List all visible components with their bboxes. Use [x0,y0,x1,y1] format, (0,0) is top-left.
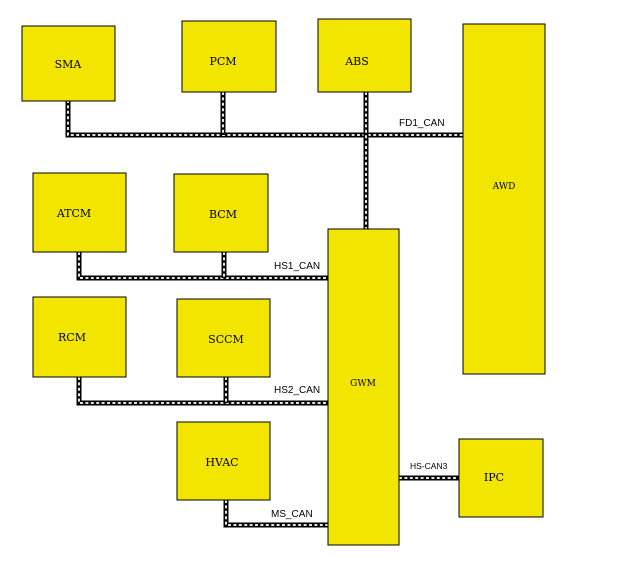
fd1-can-bus [65,92,463,229]
pcm-module: PCM [181,20,277,93]
abs-module: ABS [317,18,412,93]
bcm-module-label: BCM [209,208,237,221]
gwm-module: GWM [327,228,400,546]
hs1-can-label: HS1_CAN [274,261,320,272]
hs2-can-label: HS2_CAN [274,385,320,396]
hvac-module-label: HVAC [205,456,238,469]
sma-module: SMA [21,25,116,102]
ms-can-label: MS_CAN [271,509,313,520]
sccm-module-label: SCCM [208,333,244,346]
hs-can3-label: HS-CAN3 [410,461,448,471]
awd-module: AWD [462,23,546,375]
ipc-module-label: IPC [484,471,504,484]
awd-module-label: AWD [492,182,516,192]
ms-can-bus [223,500,328,528]
fd1-can-label: FD1_CAN [399,118,445,129]
hs2-can-bus [76,377,328,406]
hs1-can-bus [76,252,328,281]
atcm-module-label: ATCM [56,207,91,220]
atcm-module: ATCM [32,172,127,253]
rcm-module: RCM [32,296,127,378]
abs-module-label: ABS [344,55,369,68]
ipc-module: IPC [458,438,544,518]
bcm-module: BCM [173,173,269,253]
sccm-module: SCCM [176,298,271,378]
hvac-module: HVAC [176,421,271,501]
pcm-module-label: PCM [209,55,236,68]
rcm-module-label: RCM [58,331,86,344]
sma-module-label: SMA [55,58,83,71]
gwm-module-label: GWM [350,379,376,389]
